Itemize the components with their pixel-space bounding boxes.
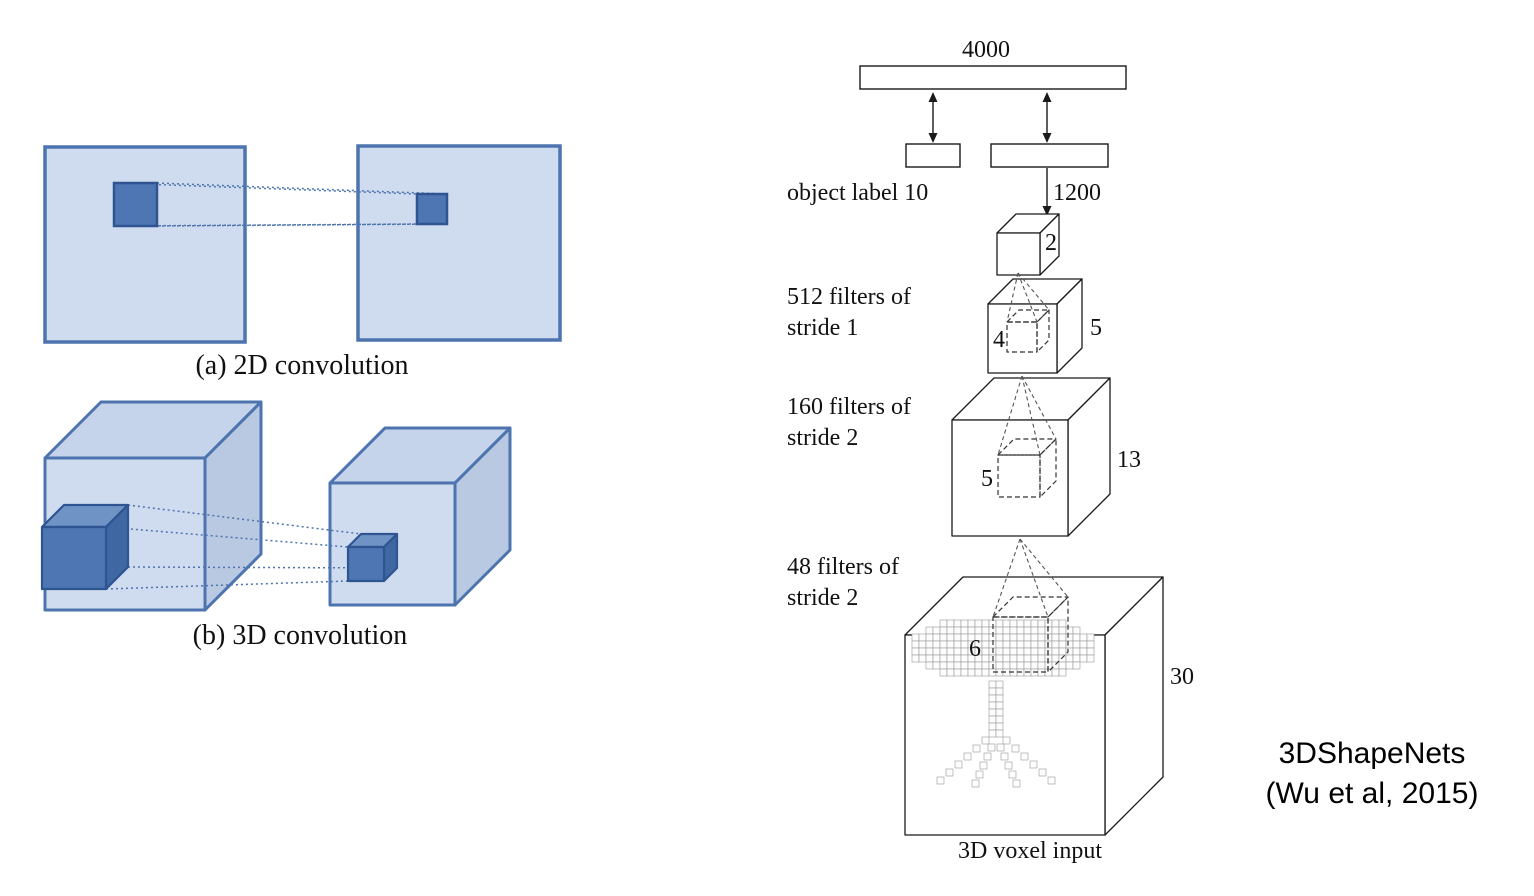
conv-output-cube: 2: [996, 213, 1060, 276]
conv-layer3-cube: 5 13: [951, 377, 1141, 537]
3d-input-kernel-front: [40, 525, 108, 591]
layer4-map-size-label: 5: [1090, 315, 1102, 341]
layer2-filters-label-line1: 48 filters of: [787, 554, 899, 580]
3d-projection-line: [105, 580, 349, 590]
2d-projection-line: [156, 182, 448, 195]
attribution-title: 3DShapeNets: [1279, 737, 1466, 770]
layer3-kernel-size-label: 5: [981, 466, 993, 492]
input-size-label: 30: [1170, 664, 1194, 690]
layer4-kernel-size-label: 4: [993, 327, 1005, 353]
layer3-map-size-label: 13: [1117, 447, 1141, 473]
3d-projection-line: [105, 526, 349, 548]
layer4-filters-label-line1: 512 filters of: [787, 284, 911, 310]
shapenets-architecture: 4000 object label 10 1200 2: [787, 37, 1194, 864]
object-label-layer-box: [905, 143, 961, 168]
conv2d-diagram: (a) 2D convolution: [43, 144, 562, 381]
projection-pyramid-3: [997, 375, 1057, 456]
projection-pyramid-2: [992, 538, 1069, 618]
2d-projection-line: [113, 182, 418, 195]
fc-top-layer-box: [859, 65, 1127, 90]
2d-output-kernel: [415, 192, 449, 226]
voxel-input-cube: 6 30: [904, 576, 1194, 836]
rbm-arrow-left: [928, 92, 938, 143]
2d-projection-line: [113, 223, 418, 227]
layer2-kernel-size-label: 6: [969, 636, 981, 662]
fc-hidden-units-label: 1200: [1053, 180, 1101, 206]
layer3-filters-label-line2: stride 2: [787, 425, 858, 451]
layer4-filters-label-line2: stride 1: [787, 315, 858, 341]
attribution: 3DShapeNets (Wu et al, 2015): [1266, 737, 1479, 810]
rbm-arrow-right: [1042, 92, 1052, 143]
conv-layer4-cube: 4 5: [987, 278, 1102, 374]
2d-input-grid: [43, 145, 247, 344]
layer2-filters-label-line2: stride 2: [787, 585, 858, 611]
layer4-output-size-label: 2: [1045, 230, 1057, 256]
conv3d-diagram: (b) 3D convolution: [40, 400, 512, 651]
fc-to-conv-arrow: [1042, 168, 1052, 216]
input-caption: 3D voxel input: [958, 838, 1102, 864]
attribution-citation: (Wu et al, 2015): [1266, 777, 1479, 810]
layer3-filters-label-line1: 160 filters of: [787, 394, 911, 420]
2d-input-kernel: [112, 181, 159, 228]
2d-projection-line: [156, 223, 448, 227]
3d-projection-line: [127, 504, 362, 535]
voxel-table: [911, 619, 1095, 788]
projection-pyramid-4: [1006, 272, 1050, 323]
caption-2d-convolution: (a) 2D convolution: [195, 350, 408, 381]
fc-hidden-layer-box: [990, 143, 1109, 168]
2d-output-grid: [356, 144, 562, 342]
caption-3d-convolution: (b) 3D convolution: [193, 620, 408, 651]
3d-output-kernel-front: [346, 545, 386, 583]
fc-top-units-label: 4000: [962, 37, 1010, 63]
object-label-text: object label 10: [787, 180, 928, 206]
